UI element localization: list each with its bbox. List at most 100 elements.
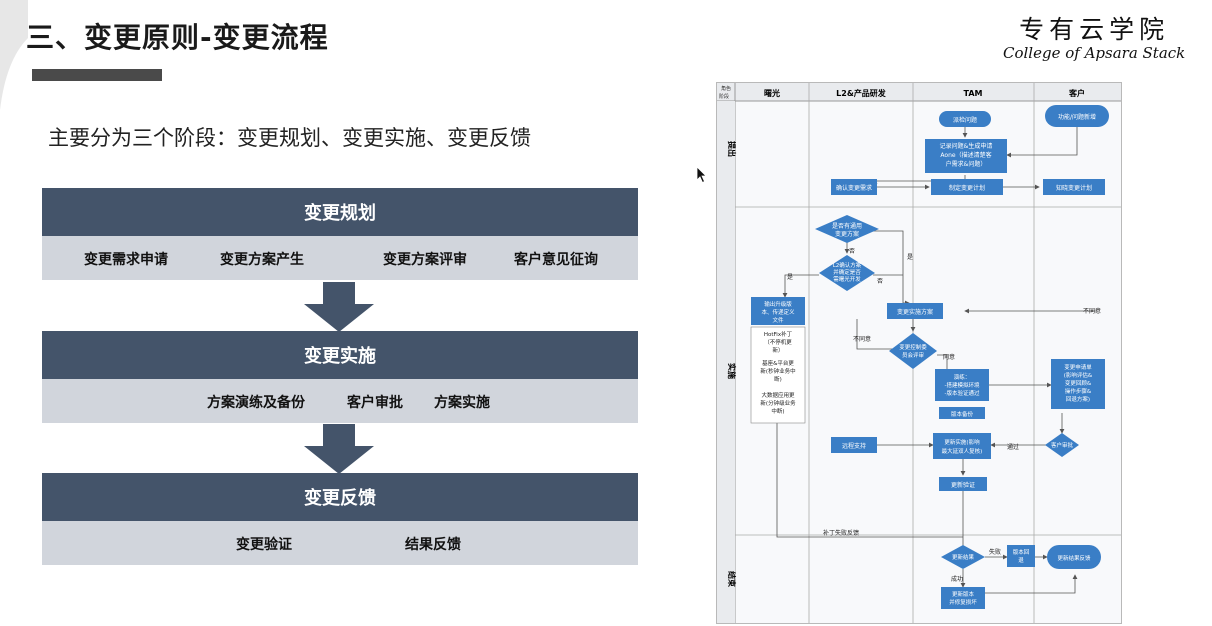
phase-label: 实施 [727, 363, 737, 379]
edge-label: 否 [877, 278, 883, 285]
svg-text:更新结果反馈: 更新结果反馈 [1057, 554, 1091, 562]
node-patch-options: HotFix补丁 （不停机更 新） 基座&平台更 新(秒钟业务中 断) 大数据应… [750, 326, 806, 424]
stage-item: 结果反馈 [405, 537, 461, 553]
svg-text:中断): 中断) [771, 407, 784, 415]
stage-header-implementation: 变更实施 [42, 331, 638, 379]
svg-text:（不停机更: （不停机更 [764, 338, 792, 346]
node-rollback: 版本回 退 [1007, 545, 1035, 567]
stage-item: 方案实施 [434, 395, 490, 411]
svg-text:新(分钟级业务: 新(分钟级业务 [760, 399, 796, 407]
edge-label: 失败 [989, 548, 1001, 556]
svg-text:(影响评估&: (影响评估& [1064, 371, 1093, 379]
stage-item: 变更验证 [236, 537, 292, 553]
stage-items-implementation: 方案演练及备份 客户审批 方案实施 [42, 379, 638, 423]
svg-text:更新结果: 更新结果 [952, 553, 975, 561]
svg-text:并确定是否: 并确定是否 [833, 268, 861, 276]
svg-text:变更回顾&: 变更回顾& [1065, 379, 1092, 387]
logo: 专有云学院 College of Apsara Stack [1003, 10, 1185, 62]
svg-text:演练：: 演练： [954, 373, 971, 381]
logo-en: College of Apsara Stack [1003, 44, 1186, 62]
corner-decoration [0, 0, 28, 110]
node-remote-support: 远程支持 [831, 437, 877, 453]
node-new-feature: 功能/问题新增 [1045, 105, 1109, 127]
slide-title: 三、变更原则-变更流程 [26, 21, 329, 54]
mouse-cursor-icon [696, 166, 707, 184]
svg-text:派检问题: 派检问题 [953, 116, 977, 124]
edge-label: 是 [907, 254, 913, 261]
slide-subtitle: 主要分为三个阶段：变更规划、变更实施、变更反馈 [48, 126, 531, 150]
node-change-application: 变更申请单 (影响评估& 变更回顾& 操作步骤& 回退方案) [1051, 359, 1105, 409]
svg-text:远程支持: 远程支持 [842, 442, 866, 450]
node-verify: 更新验证 [939, 477, 987, 491]
svg-text:户需求&问题）: 户需求&问题） [946, 160, 987, 168]
lane-header-row [717, 83, 1121, 101]
edge-label: 是 [787, 274, 793, 281]
edge-label: 通过 [1007, 443, 1019, 451]
svg-text:最大延双人复核): 最大延双人复核) [942, 447, 983, 455]
node-implement: 更新实施(影响 最大延双人复核) [933, 433, 991, 459]
svg-text:更新版本: 更新版本 [952, 590, 975, 598]
svg-text:退: 退 [1018, 556, 1024, 564]
role-header: 客户 [1068, 88, 1085, 98]
node-drill: 演练： -搭建模拟环境 -版本验证通过 [935, 369, 989, 401]
change-flowchart: 角色 阶段 曙光 L2&产品研发 TAM 客户 提出 实施 结束 [716, 82, 1122, 624]
svg-text:记录问题&生成申请: 记录问题&生成申请 [940, 142, 993, 150]
edge-label: 不同意 [1083, 307, 1101, 315]
down-arrow-icon [304, 424, 374, 474]
svg-text:本、传递定义: 本、传递定义 [761, 308, 795, 316]
node-notify-plan: 知晓变更计划 [1043, 179, 1105, 195]
svg-text:员会评审: 员会评审 [902, 351, 925, 359]
svg-text:-版本验证通过: -版本验证通过 [945, 389, 980, 397]
node-report-issue: 派检问题 [939, 111, 991, 127]
svg-text:L2确认方案: L2确认方案 [833, 261, 862, 269]
phase-column [717, 101, 735, 623]
node-customer-approve: 客户审批 [1045, 433, 1079, 457]
edge-label: 否 [849, 248, 855, 255]
node-make-plan: 制定变更计划 [931, 179, 1003, 195]
role-header: L2&产品研发 [836, 88, 887, 98]
svg-text:-搭建模拟环境: -搭建模拟环境 [945, 381, 980, 389]
svg-text:回退方案): 回退方案) [1066, 395, 1090, 403]
svg-text:变更控制委: 变更控制委 [899, 343, 927, 351]
title-underline-bar [32, 69, 162, 81]
edge-label: 补丁失败反馈 [823, 529, 859, 537]
svg-text:变更实施方案: 变更实施方案 [897, 308, 933, 316]
svg-text:版本回: 版本回 [1013, 548, 1030, 556]
stage-item: 变更方案评审 [383, 252, 467, 268]
node-record-issue: 记录问题&生成申请 Aone（描述清楚客 户需求&问题） [925, 139, 1007, 173]
phase-label: 提出 [727, 141, 737, 157]
corner-label-bottom: 阶段 [719, 93, 729, 100]
svg-text:并修复损坏: 并修复损坏 [949, 598, 977, 606]
node-confirm-requirement: 确认变更需求 [831, 179, 877, 195]
svg-text:文件: 文件 [772, 316, 784, 324]
svg-text:HotFix补丁: HotFix补丁 [764, 330, 793, 338]
node-impl-plan: 变更实施方案 [887, 303, 943, 319]
svg-text:新(秒钟业务中: 新(秒钟业务中 [760, 367, 795, 375]
stage-header-feedback: 变更反馈 [42, 473, 638, 521]
logo-cn: 专有云学院 [1019, 15, 1170, 44]
phase-label: 结束 [727, 571, 737, 588]
node-output-patch: 输出升级版 本、传递定义 文件 [751, 297, 805, 325]
svg-text:确认变更需求: 确认变更需求 [836, 184, 872, 192]
stage-item: 方案演练及备份 [207, 395, 305, 411]
svg-text:功能/问题新增: 功能/问题新增 [1058, 113, 1096, 121]
stage-item: 客户审批 [347, 395, 403, 411]
svg-text:更新实施(影响: 更新实施(影响 [944, 438, 980, 446]
role-header: 曙光 [764, 88, 780, 98]
node-update-record: 更新版本 并修复损坏 [941, 587, 985, 609]
edge-label: 不同意 [853, 335, 871, 343]
stage-items-feedback: 变更验证 结果反馈 [42, 521, 638, 565]
svg-text:Aone（描述清楚客: Aone（描述清楚客 [940, 151, 991, 159]
stage-item: 变更需求申请 [84, 252, 168, 268]
svg-text:新）: 新） [772, 346, 783, 354]
svg-text:断): 断) [774, 375, 782, 383]
svg-text:知晓变更计划: 知晓变更计划 [1056, 184, 1092, 192]
svg-text:制定变更计划: 制定变更计划 [949, 184, 985, 192]
svg-text:基座&平台更: 基座&平台更 [762, 359, 794, 367]
svg-text:是否有通用: 是否有通用 [832, 222, 862, 230]
svg-text:客户审批: 客户审批 [1051, 441, 1074, 449]
svg-text:版本备份: 版本备份 [951, 410, 974, 418]
stage-item: 客户意见征询 [514, 252, 598, 268]
svg-text:输出升级版: 输出升级版 [764, 300, 792, 308]
down-arrow-icon [304, 282, 374, 332]
